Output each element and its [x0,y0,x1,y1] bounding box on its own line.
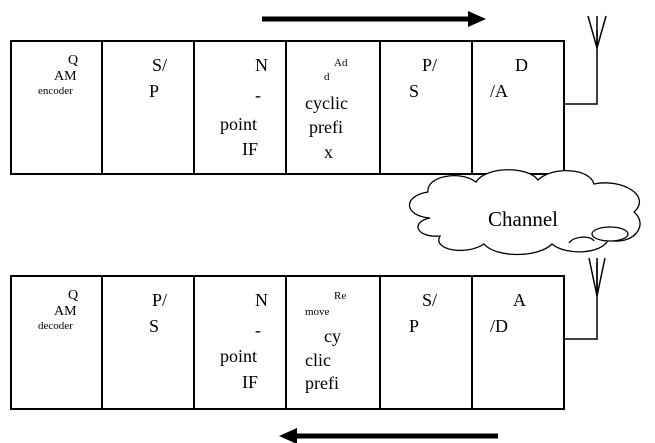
serial-to-parallel-block: S/ P [381,277,473,408]
ps-label-2: S [149,316,160,336]
rx-direction-arrow [279,428,498,443]
a-d-converter-block: A /D [473,277,563,408]
remove-cp-label-2: move [305,306,330,318]
parallel-to-serial-block: P/ S [103,277,195,408]
qam-decoder-label-2: AM [54,304,77,319]
qam-decoder-block: Q AM decoder [12,277,103,408]
ifft-label-1: N [255,55,268,75]
n-point-fft-block: N - point IF [195,277,287,408]
qam-encoder-block: Q AM encoder [12,42,103,173]
remove-cp-label-5: prefi [305,373,339,393]
receive-antenna-icon [563,257,606,340]
qam-encoder-label-3: encoder [38,85,73,97]
qam-encoder-label-2: AM [54,69,77,84]
remove-cp-label-3: cy [324,326,341,346]
channel-label: Channel [488,207,558,231]
transmit-antenna-icon [563,15,607,105]
channel-cloud-icon [408,169,641,256]
add-cp-label-5: x [324,142,333,162]
ps-label-1: P/ [152,290,168,310]
ps-label-2: S [409,81,420,101]
sp-label-1: S/ [422,290,438,310]
sp-label-2: P [149,81,160,101]
remove-cp-label-4: clic [305,350,331,370]
fft-label-4: IF [242,372,259,392]
ifft-label-4: IF [242,139,259,159]
add-cp-label-1: Ad [334,57,348,69]
n-point-ifft-block: N - point IF [195,42,287,173]
add-cyclic-prefix-block: Ad d cyclic prefi x [287,42,381,173]
sp-label-1: S/ [152,55,168,75]
qam-encoder-label-1: Q [68,53,79,68]
ad-label-1: A [513,290,526,310]
add-cp-label-3: cyclic [305,93,348,113]
d-a-converter-block: D /A [473,42,563,173]
ps-label-1: P/ [422,55,438,75]
remove-cyclic-prefix-block: Re move cy clic prefi [287,277,381,408]
fft-label-1: N [255,290,268,310]
add-cp-label-2: d [324,71,330,83]
fft-label-3: point [220,346,258,366]
ad-label-2: /D [490,316,508,336]
fft-label-2: - [255,320,261,340]
receiver-chain: Q AM decoder P/ S N - point IF Re move c… [10,275,565,410]
remove-cp-label-1: Re [334,290,347,302]
serial-to-parallel-block: S/ P [103,42,195,173]
transmitter-chain: Q AM encoder S/ P N - point IF Ad d cycl… [10,40,565,175]
ifft-label-3: point [220,114,258,134]
qam-decoder-label-3: decoder [38,320,73,332]
qam-decoder-label-1: Q [68,288,79,303]
da-label-2: /A [490,81,508,101]
parallel-to-serial-block: P/ S [381,42,473,173]
da-label-1: D [515,55,528,75]
tx-direction-arrow [262,11,486,27]
ifft-label-2: - [255,85,261,105]
add-cp-label-4: prefi [309,117,343,137]
sp-label-2: P [409,316,420,336]
